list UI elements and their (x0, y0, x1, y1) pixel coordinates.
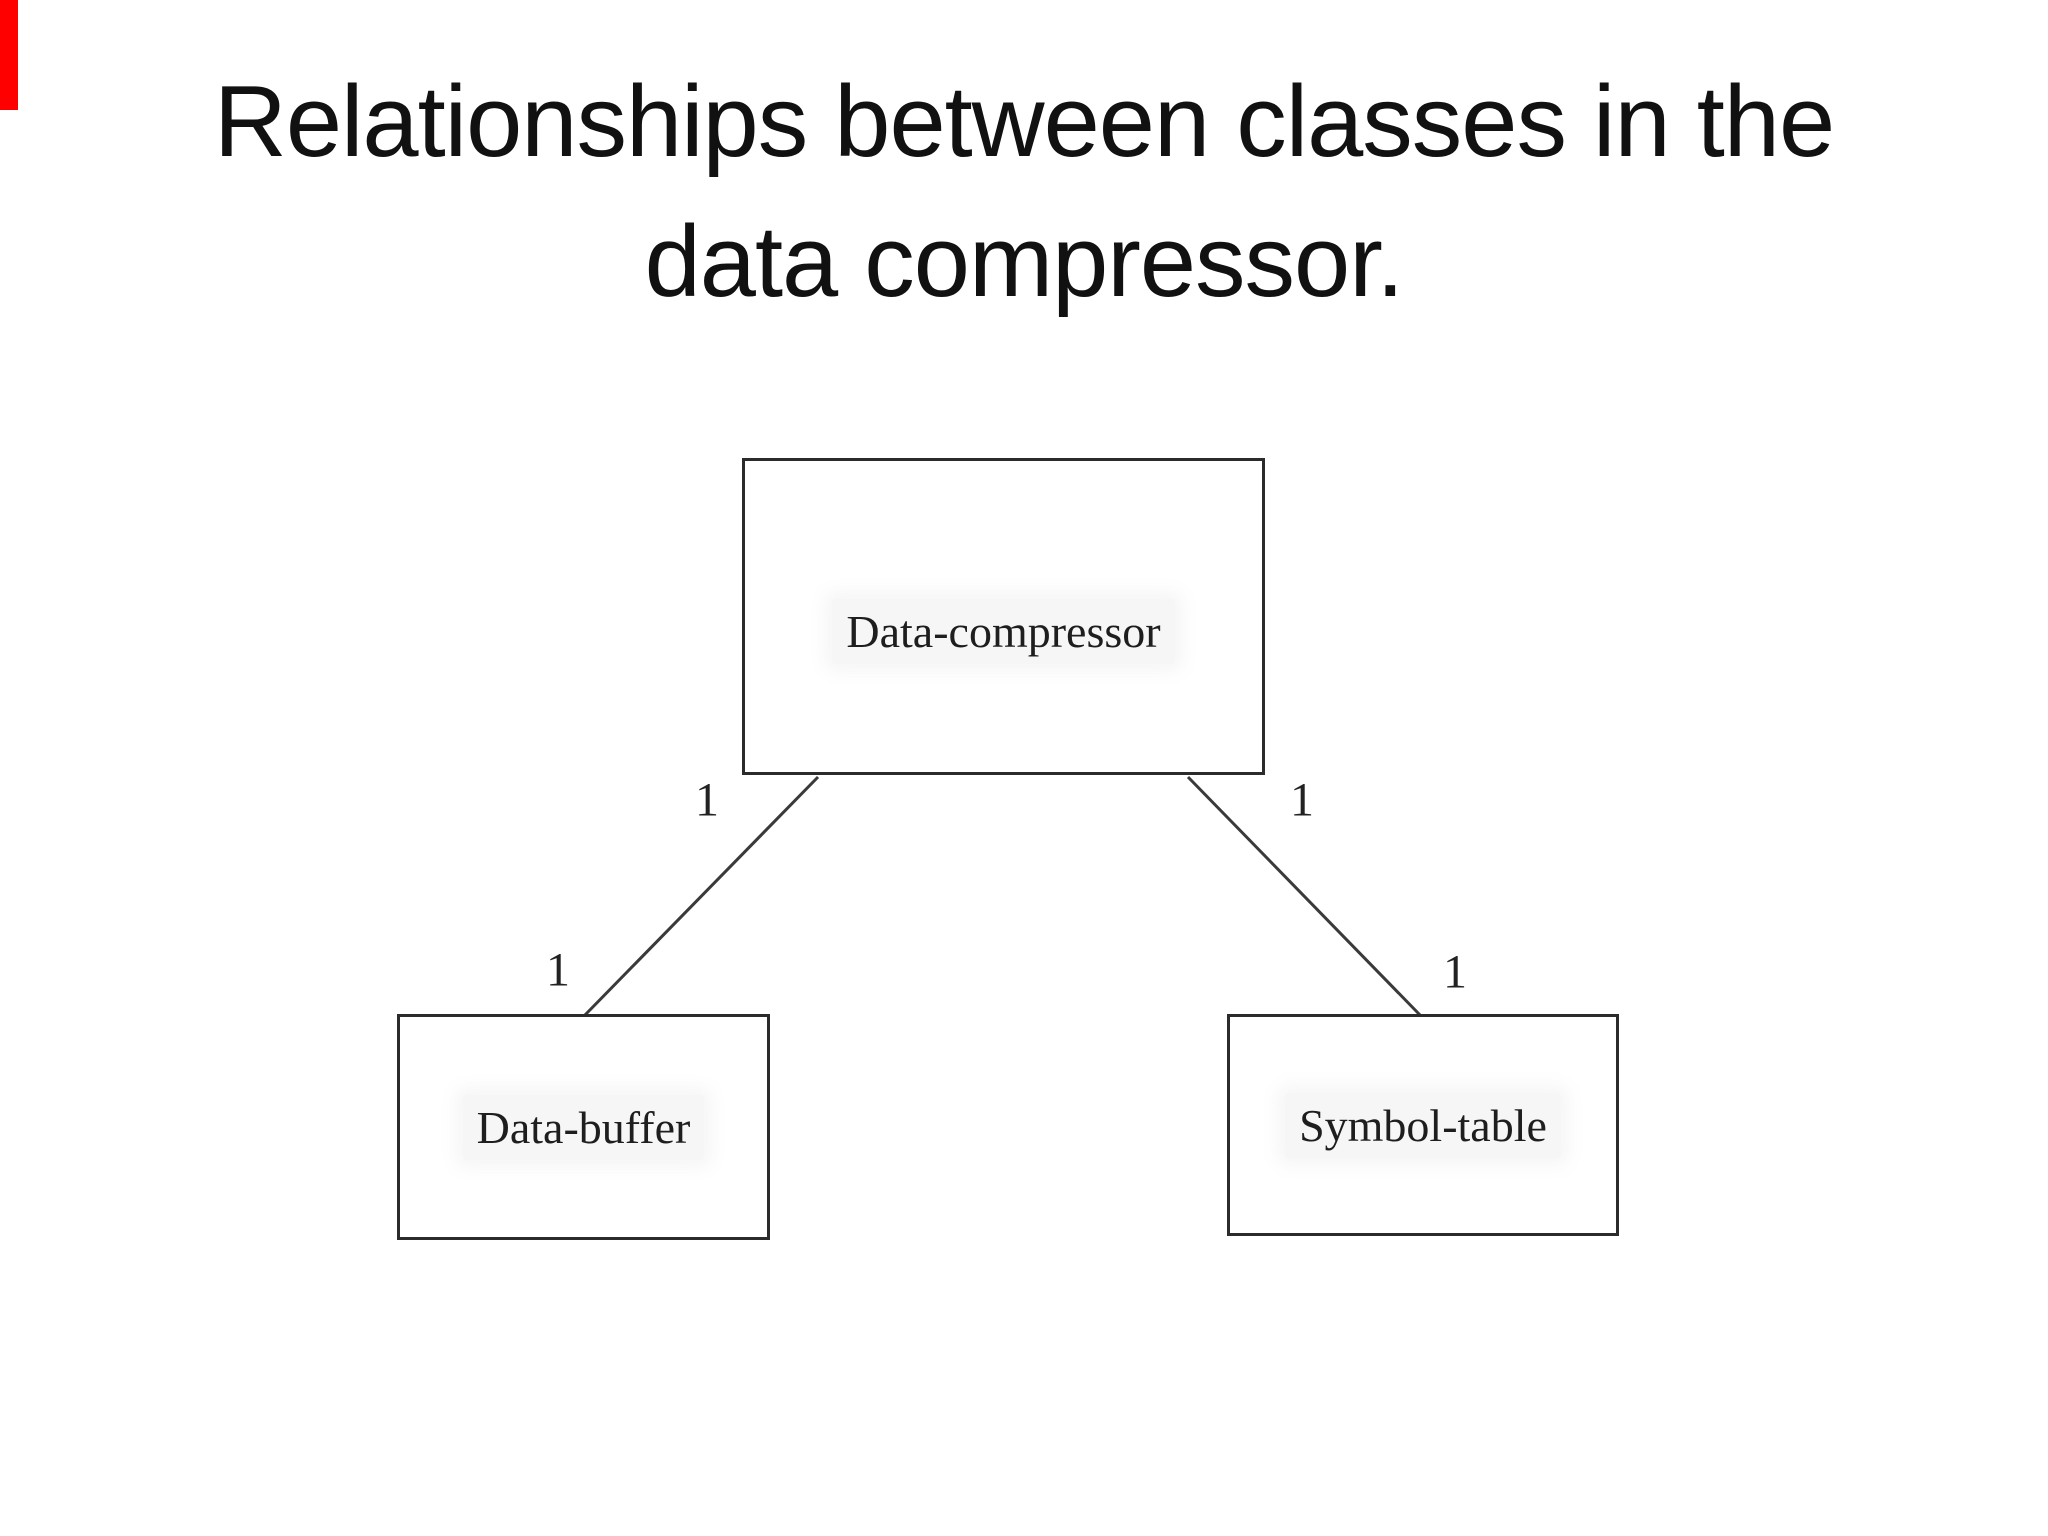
slide-title-line2: data compressor. (644, 206, 1405, 318)
slide-title: Relationships between classes in the dat… (0, 52, 2048, 332)
class-label-data-buffer: Data-buffer (462, 1094, 705, 1160)
association-line-compressor-buffer (583, 775, 820, 1017)
class-box-symbol-table: Symbol-table (1227, 1014, 1619, 1236)
multiplicity-label-compressor-buffer-near-compressor: 1 (695, 773, 719, 827)
multiplicity-label-compressor-symbol-near-symbol: 1 (1443, 945, 1467, 999)
class-label-data-compressor: Data-compressor (832, 599, 1175, 664)
multiplicity-label-compressor-symbol-near-compressor: 1 (1290, 773, 1314, 827)
multiplicity-label-compressor-buffer-near-buffer: 1 (546, 943, 570, 997)
class-box-data-compressor: Data-compressor (742, 458, 1265, 775)
red-accent-bar (0, 0, 18, 110)
class-box-data-buffer: Data-buffer (397, 1014, 770, 1240)
slide-title-line1: Relationships between classes in the (213, 66, 1835, 178)
class-label-symbol-table: Symbol-table (1285, 1092, 1561, 1158)
association-line-compressor-symbol-table (1186, 775, 1422, 1017)
